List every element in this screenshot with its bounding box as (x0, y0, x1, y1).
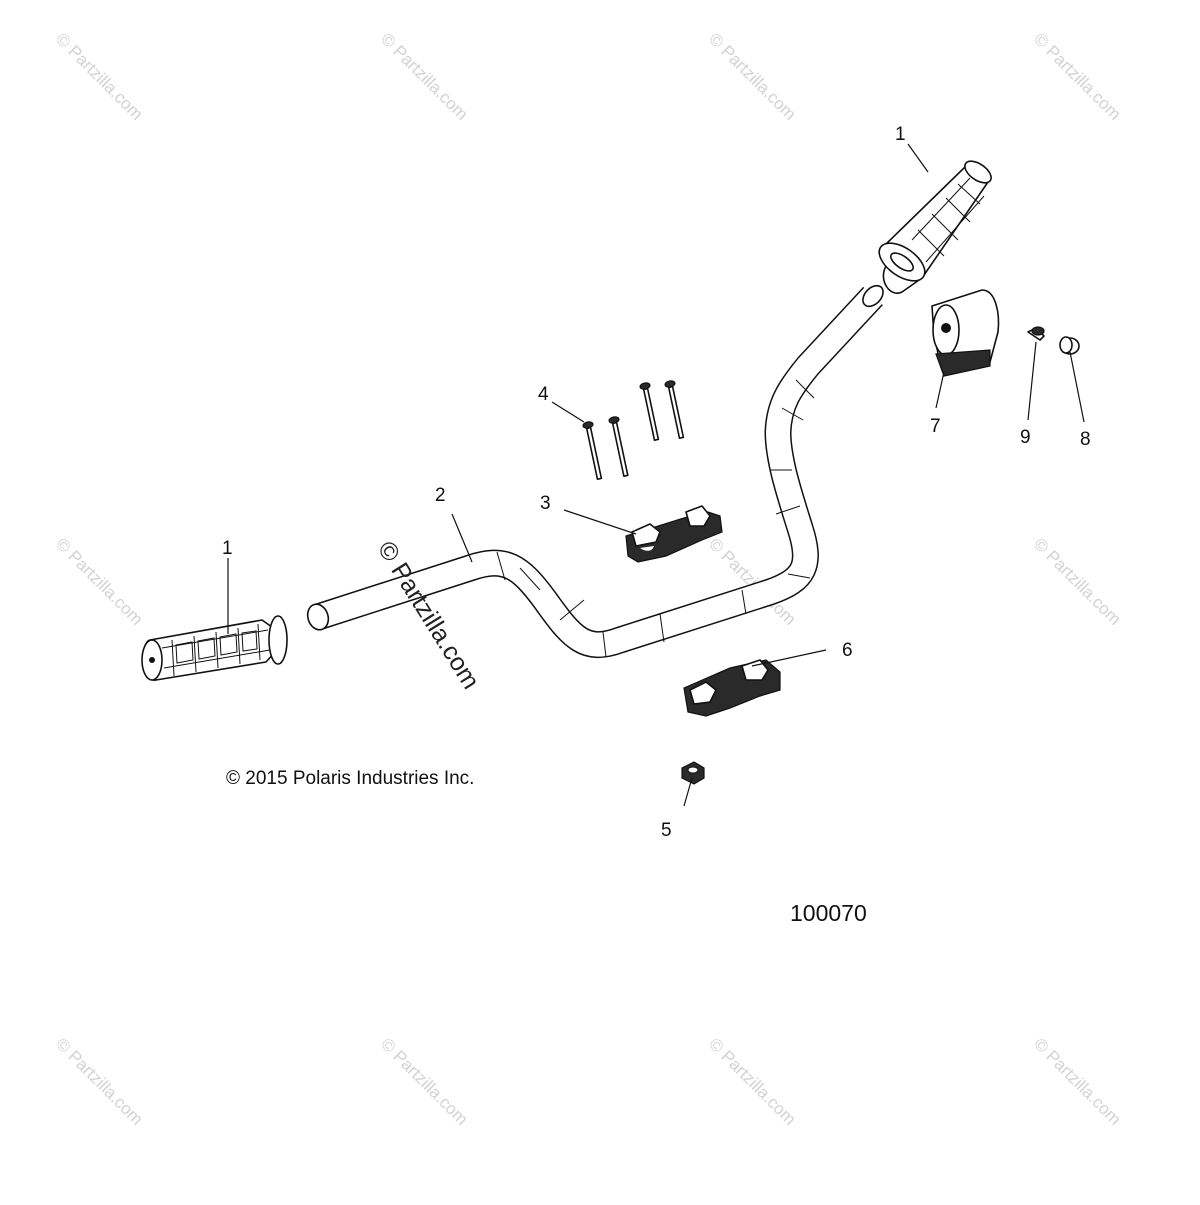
watermark: © Partzilla.com (705, 29, 799, 123)
grip-right (878, 160, 992, 294)
watermark: © Partzilla.com (1030, 29, 1124, 123)
lower-clamp (683, 659, 781, 717)
callout-lower-clamp: 6 (842, 640, 853, 661)
copyright-text: © 2015 Polaris Industries Inc. (226, 768, 474, 789)
watermark: © Partzilla.com (1030, 1034, 1124, 1128)
plug-9 (1027, 326, 1045, 341)
callout-grip-right: 1 (895, 124, 906, 145)
bolts (582, 380, 685, 481)
watermark: © Partzilla.com (52, 534, 146, 628)
callout-handlebar: 2 (435, 485, 446, 506)
watermark: © Partzilla.com (52, 29, 146, 123)
watermark: © Partzilla.com (52, 1034, 146, 1128)
callout-plug-9: 9 (1020, 427, 1031, 448)
nut (681, 761, 705, 785)
pad (931, 289, 1000, 377)
callout-grip-left: 1 (222, 538, 233, 559)
plug-8 (1059, 336, 1080, 355)
callout-plug-8: 8 (1080, 429, 1091, 450)
watermark: © Partzilla.com (1030, 534, 1124, 628)
watermark: © Partzilla.com (377, 29, 471, 123)
diagram-id: 100070 (790, 900, 867, 926)
handlebar (306, 284, 884, 658)
watermark: © Partzilla.com (377, 1034, 471, 1128)
callout-bolts: 4 (538, 384, 549, 405)
callout-upper-clamp: 3 (540, 493, 551, 514)
callout-pad: 7 (930, 416, 941, 437)
leader-lines (227, 143, 1085, 807)
upper-clamp (625, 505, 723, 563)
callout-nut: 5 (661, 820, 672, 841)
grip-left (141, 615, 288, 681)
watermark: © Partzilla.com (705, 1034, 799, 1128)
